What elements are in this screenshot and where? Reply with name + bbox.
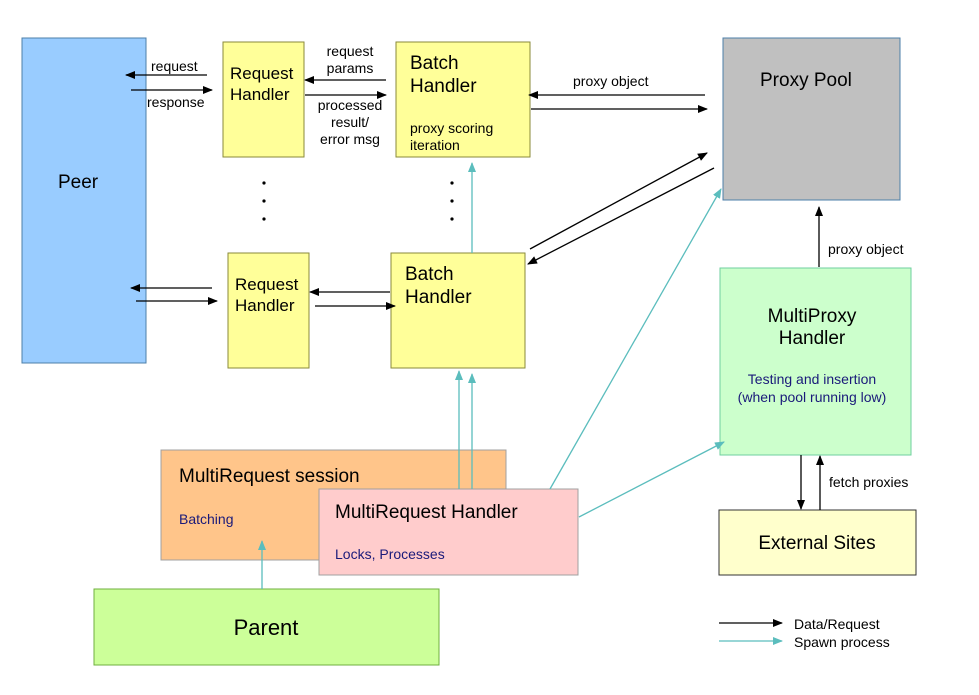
- request-handler-bottom-label-line1: Request: [235, 275, 299, 294]
- multiproxy-handler-label-line1: MultiProxy: [768, 306, 857, 327]
- request-handler-bottom-label-line2: Handler: [235, 296, 295, 315]
- edge-label-proxy-object-top: proxy object: [573, 73, 649, 89]
- multirequest-handler-note: Locks, Processes: [335, 546, 445, 562]
- external-sites-node: External Sites: [718, 509, 917, 576]
- multirequest-handler-node: MultiRequest Handler Locks, Processes: [318, 488, 579, 576]
- ellipsis-batch-handlers: [450, 181, 454, 221]
- external-sites-label: External Sites: [758, 533, 875, 554]
- proxy-pool-label: Proxy Pool: [760, 70, 852, 91]
- edge-label-proxy-object-right: proxy object: [828, 241, 904, 257]
- edge-label-processed-line2: result/: [331, 114, 369, 130]
- multirequest-session-label: MultiRequest session: [179, 466, 360, 487]
- edge-label-fetch-proxies: fetch proxies: [829, 474, 908, 490]
- batch-handler-top-node: Batch Handler proxy scoring iteration: [395, 41, 531, 158]
- edge-label-request: request: [151, 58, 198, 74]
- edge-label-request-params-line1: request: [327, 43, 374, 59]
- spawn-arrow-to-proxy-pool: [549, 188, 722, 490]
- parent-label: Parent: [234, 615, 299, 640]
- legend: Data/Request Spawn process: [719, 616, 890, 650]
- legend-data-request-label: Data/Request: [794, 616, 880, 632]
- multirequest-session-note: Batching: [179, 511, 233, 527]
- request-handler-top-label-line1: Request: [230, 64, 294, 83]
- edge-label-response: response: [147, 94, 205, 110]
- parent-node: Parent: [93, 588, 440, 666]
- arrow-proxy-pool-to-batch-bottom: [527, 167, 715, 265]
- spawn-arrow-to-multiproxy: [578, 441, 725, 518]
- request-handler-bottom-node: Request Handler: [227, 252, 310, 369]
- edge-label-request-params-line2: params: [327, 60, 374, 76]
- ellipsis-request-handlers: [262, 181, 266, 221]
- spawn-arrows: [258, 162, 725, 589]
- peer-label: Peer: [58, 172, 99, 193]
- batch-handler-top-note-line2: iteration: [410, 137, 460, 153]
- multiproxy-handler-node: MultiProxy Handler Testing and insertion…: [719, 267, 912, 456]
- request-handler-top-node: Request Handler: [222, 41, 305, 158]
- batch-handler-bottom-node: Batch Handler: [390, 252, 526, 369]
- edge-label-processed-line1: processed: [318, 97, 383, 113]
- legend-spawn-process-label: Spawn process: [794, 634, 890, 650]
- edge-label-processed-line3: error msg: [320, 131, 380, 147]
- peer-node: Peer: [21, 37, 147, 364]
- multiproxy-handler-note-line2: (when pool running low): [738, 389, 887, 405]
- data-arrows: [125, 71, 824, 510]
- batch-handler-top-label-line2: Handler: [410, 76, 477, 97]
- request-handler-top-label-line2: Handler: [230, 85, 290, 104]
- arrow-batch-bottom-to-proxy-pool: [529, 152, 708, 250]
- batch-handler-top-note-line1: proxy scoring: [410, 120, 493, 136]
- multirequest-handler-label: MultiRequest Handler: [335, 502, 518, 523]
- batch-handler-bottom-label-line1: Batch: [405, 264, 454, 285]
- batch-handler-top-label-line1: Batch: [410, 53, 459, 74]
- edge-labels: request response request params processe…: [147, 43, 908, 490]
- proxy-pool-node: Proxy Pool: [722, 37, 901, 201]
- multiproxy-handler-note-line1: Testing and insertion: [748, 371, 876, 387]
- multiproxy-handler-label-line2: Handler: [779, 328, 846, 349]
- batch-handler-bottom-label-line2: Handler: [405, 287, 472, 308]
